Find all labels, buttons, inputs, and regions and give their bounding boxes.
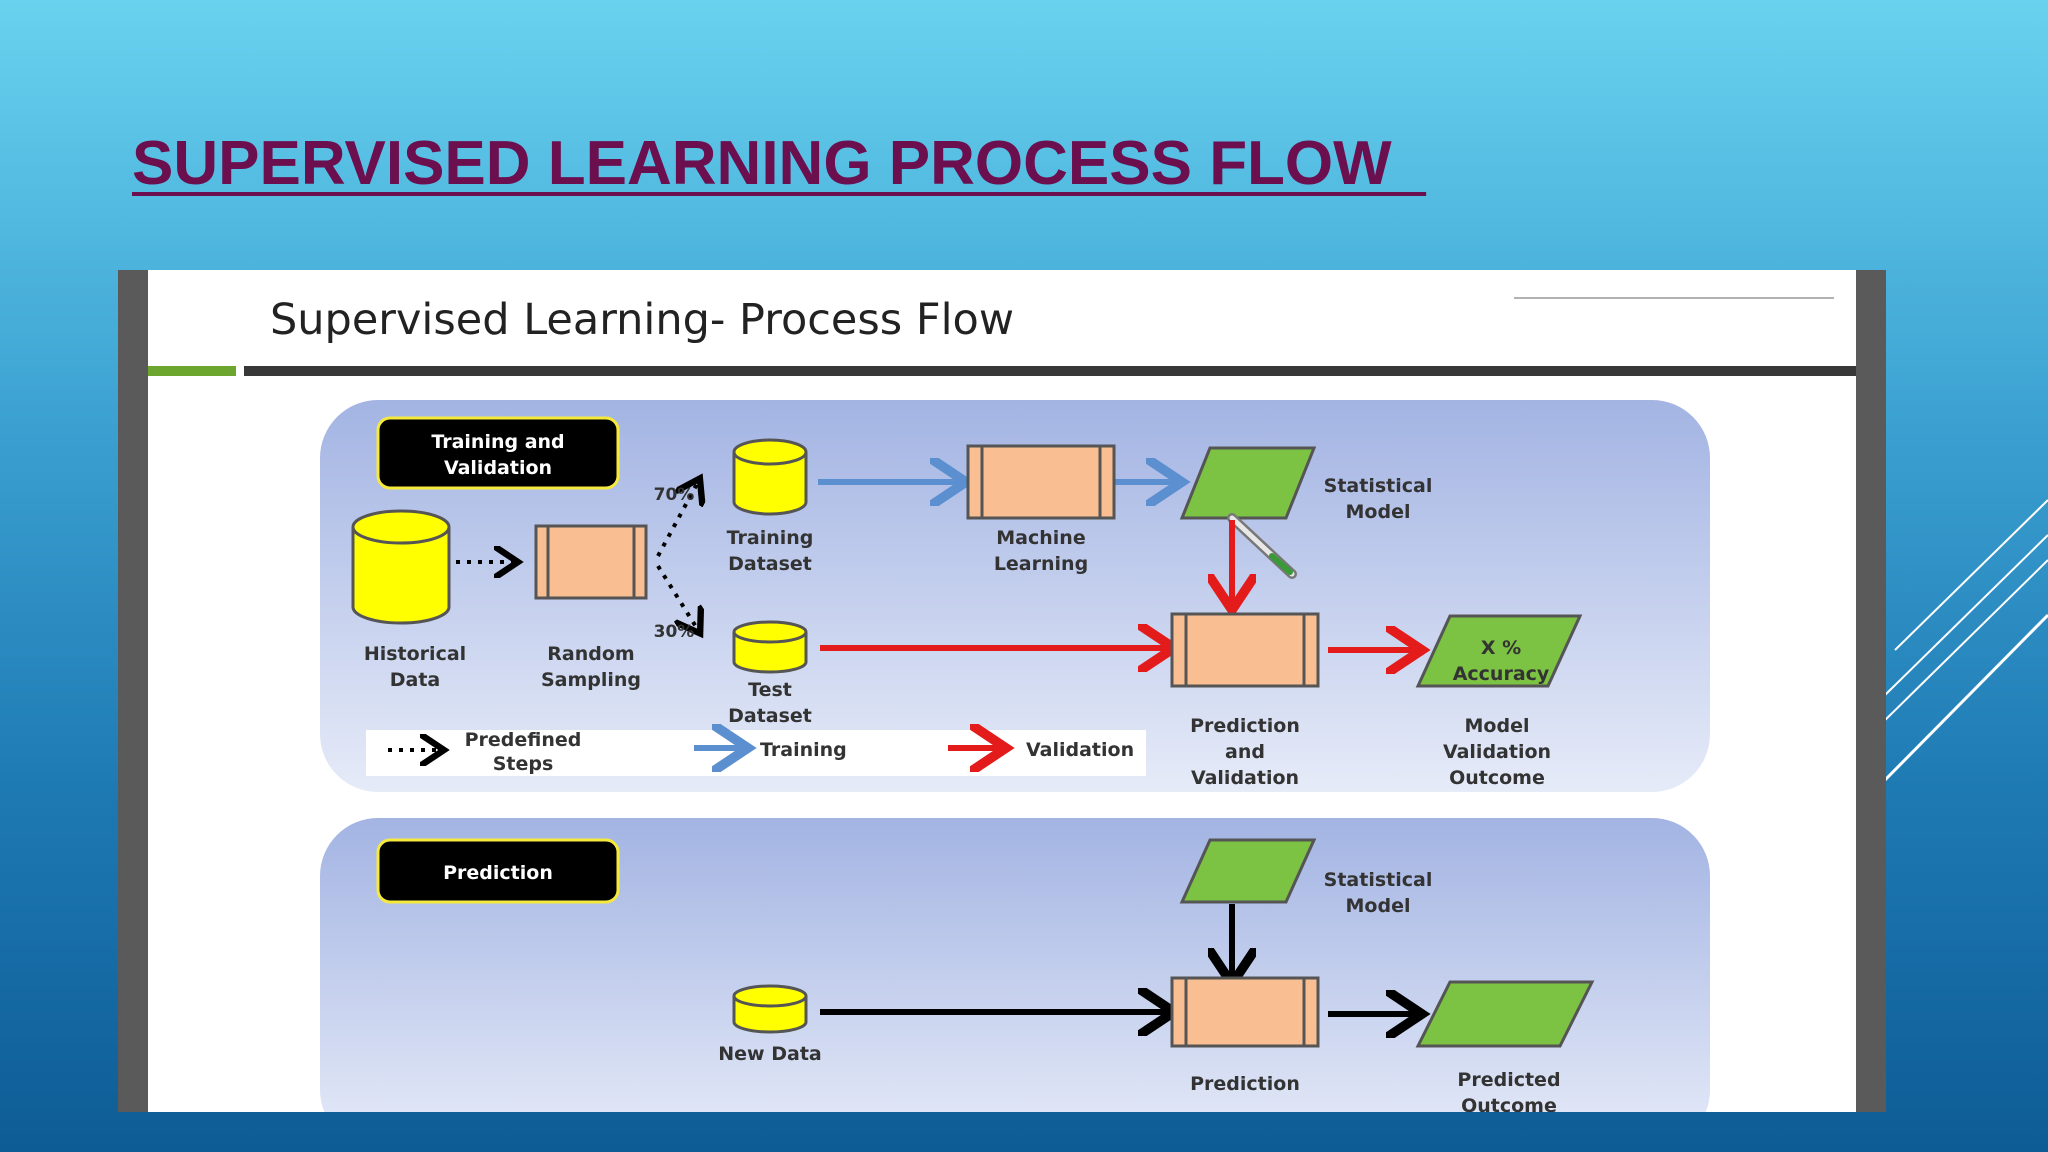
legend-training-label: Training (760, 739, 847, 761)
training-badge (376, 416, 620, 490)
test-dataset-label-2: Dataset (728, 705, 812, 727)
historical-data-cylinder (351, 509, 451, 625)
mvo-label-2: Validation (1443, 741, 1551, 763)
process-flow-diagram: Supervised Learning- Process Flow Traini… (148, 270, 1856, 1112)
prediction-box (1170, 976, 1320, 1048)
mvo-label-1: Model (1465, 715, 1530, 737)
legend-predefined-label-1: Predefined (465, 729, 582, 751)
pct-test-label: 30% (654, 622, 695, 642)
model-label-2: Model (1346, 501, 1411, 523)
ml-label-2: Learning (994, 553, 1088, 575)
legend-predefined-label-2: Steps (493, 753, 554, 775)
sampling-label-2: Sampling (541, 669, 641, 691)
statistical-model-shape (1179, 446, 1317, 520)
diagram-title: Supervised Learning- Process Flow (270, 295, 1014, 345)
embedded-slide: Supervised Learning- Process Flow Traini… (118, 270, 1886, 1112)
predicted-outcome-shape (1415, 980, 1595, 1048)
sampling-label-1: Random (547, 643, 634, 665)
historical-label-2: Data (390, 669, 441, 691)
test-dataset-label-1: Test (748, 679, 792, 701)
split-arrow-70 (656, 482, 698, 557)
accent-bar (148, 366, 236, 376)
training-panel (320, 400, 1710, 792)
outcome-label-1: Predicted (1457, 1069, 1560, 1091)
accuracy-label-1: X % (1481, 637, 1521, 659)
pv-label-1: Prediction (1190, 715, 1300, 737)
header-rule (244, 366, 1856, 376)
training-dataset-label-1: Training (727, 527, 814, 549)
test-dataset-cylinder (732, 620, 808, 674)
training-badge-line1: Training and (431, 431, 564, 453)
machine-learning-box (966, 444, 1116, 520)
legend-validation-label: Validation (1026, 739, 1134, 761)
prediction-badge (376, 838, 620, 904)
decorative-lines (1880, 499, 2048, 782)
slide-title: SUPERVISED LEARNING PROCESS FLOW (132, 129, 1427, 198)
random-sampling-box (534, 524, 648, 600)
training-badge-line2: Validation (444, 457, 552, 479)
historical-label-1: Historical (364, 643, 466, 665)
pred-model-label-1: Statistical (1324, 869, 1433, 891)
prediction-badge-label: Prediction (443, 862, 553, 884)
pv-label-2: and (1225, 741, 1265, 763)
training-dataset-cylinder (732, 438, 808, 516)
ml-label-1: Machine (996, 527, 1085, 549)
accuracy-shape (1415, 614, 1583, 688)
prediction-validation-box (1170, 612, 1320, 688)
mvo-label-3: Outcome (1449, 767, 1545, 789)
split-arrow-30 (656, 564, 698, 630)
prediction-model-shape (1179, 838, 1317, 904)
outcome-label-2: Outcome (1461, 1095, 1557, 1112)
pred-model-label-2: Model (1346, 895, 1411, 917)
model-label-1: Statistical (1324, 475, 1433, 497)
prediction-label: Prediction (1190, 1073, 1300, 1095)
pct-train-label: 70% (654, 485, 695, 505)
pv-label-3: Validation (1191, 767, 1299, 789)
accuracy-label-2: Accuracy (1453, 663, 1550, 685)
new-data-cylinder (732, 984, 808, 1034)
new-data-label: New Data (718, 1043, 821, 1065)
pen-cursor-icon (1227, 513, 1297, 579)
prediction-panel (320, 818, 1710, 1112)
training-dataset-label-2: Dataset (728, 553, 812, 575)
